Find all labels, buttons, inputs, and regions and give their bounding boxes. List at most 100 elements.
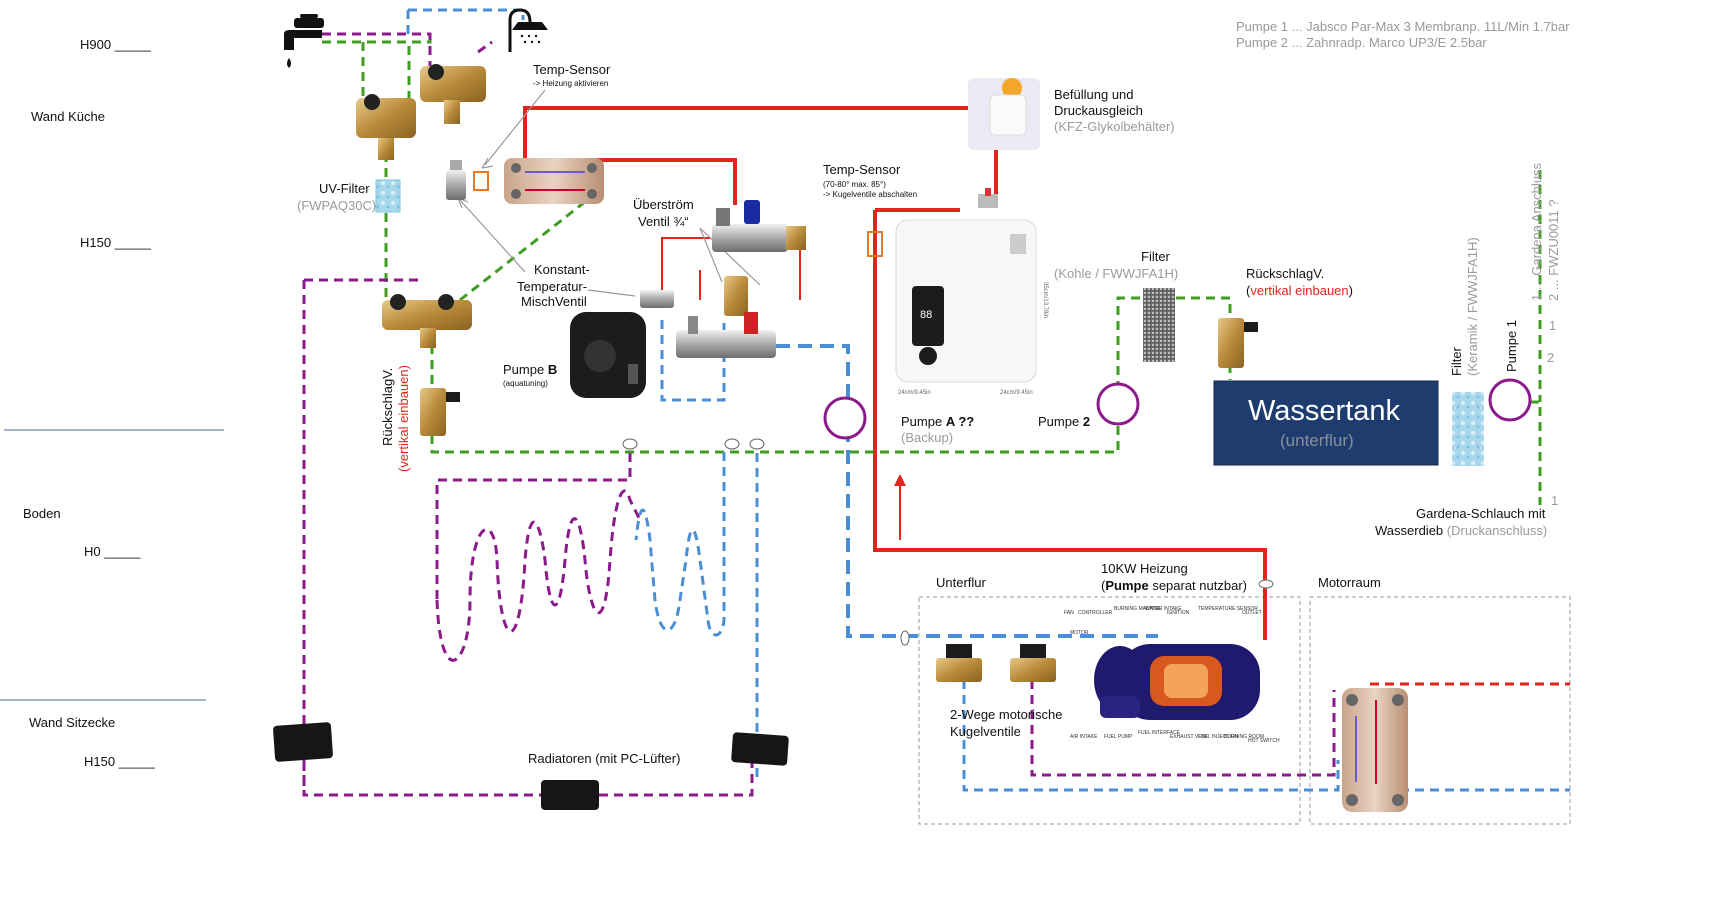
overflow-valve-label-2: Ventil ¾“ <box>638 214 689 229</box>
underfloor-label: Unterflur <box>936 575 987 590</box>
connection-number-1-bottom: 1 <box>1551 493 1558 508</box>
pump-2-ring <box>1096 382 1140 426</box>
check-valve-left-icon <box>420 388 460 436</box>
level-h0: H0 _____ <box>84 544 141 559</box>
temp-sensor-2-range: (70-80° max. 85°) <box>823 180 886 189</box>
purple-lines <box>302 32 1570 797</box>
svg-text:AIR INTAKE: AIR INTAKE <box>1070 734 1098 740</box>
mixing-valve-icon <box>446 160 466 200</box>
water-heater-icon: 88 24cm/9.45in 24cm/9.45in 35cm/13.78in <box>895 188 1048 396</box>
uv-filter-icon <box>375 179 401 213</box>
pump-1-label: Pumpe 1 <box>1504 320 1519 372</box>
uv-filter-model: (FWPAQ30C) <box>297 198 376 213</box>
mix-valve-label-1: Konstant- <box>534 262 590 277</box>
tank-label: Wassertank <box>1248 395 1401 427</box>
carbon-filter-icon <box>1143 288 1175 362</box>
ceramic-filter-icon <box>1452 392 1484 466</box>
heater-parts: FAN CONTROLLER BURNING MACHINE WATER INT… <box>1064 606 1280 744</box>
brass-manifold-bottom <box>382 294 472 348</box>
mixing-valve-2-icon <box>640 290 674 308</box>
plate-heat-exchanger-kitchen <box>504 158 604 204</box>
level-h900-kitchen: H900 _____ <box>80 37 152 52</box>
level-wall-seat: Wand Sitzecke <box>29 715 115 730</box>
radiator-bottom <box>541 780 599 810</box>
boiler-depth: 24cm/9.45in <box>1000 390 1033 396</box>
filter-mid-model: (Kohle / FWWJFA1H) <box>1054 266 1178 281</box>
plate-heat-exchanger-engine <box>1342 688 1408 812</box>
pump-b-label: Pumpe B <box>503 362 557 377</box>
check-valve-left-label: RückschlagV. <box>380 368 395 446</box>
pump-a-ring <box>823 396 867 440</box>
level-h150-kitchen: H150 _____ <box>80 235 152 250</box>
temp-sensor-1-label: Temp-Sensor <box>533 62 611 77</box>
svg-text:BURNING ROOM: BURNING ROOM <box>1224 734 1264 740</box>
level-wall-kitchen: Wand Küche <box>31 109 105 124</box>
connection-number-2: 2 <box>1547 350 1554 365</box>
connection-number-1-top: 1 <box>1549 318 1556 333</box>
tank-sub-label: (unterflur) <box>1280 431 1354 450</box>
radiators-label: Radiatoren (mit PC-Lüfter) <box>528 751 680 766</box>
radiator-right <box>731 732 789 766</box>
boiler-width: 24cm/9.45in <box>898 390 931 396</box>
temp-sensor-2-label: Temp-Sensor <box>823 162 901 177</box>
filter-right-label: Filter <box>1449 346 1464 376</box>
garden-connection-1: 1 ... Gardena Anschluss <box>1529 162 1544 301</box>
motorized-ball-valve-2 <box>1010 644 1056 682</box>
svg-text:OUTLET: OUTLET <box>1242 610 1262 616</box>
valves-label-2: Kugelventile <box>950 724 1021 739</box>
level-h150-seat: H150 _____ <box>84 754 156 769</box>
pump-b-icon <box>570 312 646 398</box>
svg-text:MOTOR: MOTOR <box>1070 630 1089 636</box>
check-valve-right-icon <box>1218 318 1258 368</box>
uv-filter-label: UV-Filter <box>319 181 370 196</box>
diesel-heater-icon <box>1094 644 1260 720</box>
motorized-ball-valve-1 <box>936 644 982 682</box>
svg-text:IGNITION: IGNITION <box>1167 610 1190 616</box>
pump-2-label: Pumpe 2 <box>1038 414 1090 429</box>
svg-text:WATER INTAKE: WATER INTAKE <box>1145 606 1182 612</box>
boiler-height: 35cm/13.78in <box>1042 282 1048 318</box>
boiler-display: 88 <box>920 309 932 321</box>
garden-hose-label-1: Gardena-Schlauch mit <box>1416 506 1546 521</box>
filter-mid-label: Filter <box>1141 249 1171 264</box>
overflow-valve-label-1: Überström <box>633 197 694 212</box>
flow-arrow-head <box>894 474 906 486</box>
check-valve-right-label: RückschlagV. <box>1246 266 1324 281</box>
level-floor: Boden <box>23 506 61 521</box>
svg-text:BURNING MACHINE: BURNING MACHINE <box>1114 606 1162 612</box>
level-markers: H900 _____ Wand Küche H150 _____ Boden H… <box>0 37 224 769</box>
svg-text:FUEL INTERFACE: FUEL INTERFACE <box>1138 730 1181 736</box>
svg-text:HOT SWITCH: HOT SWITCH <box>1248 738 1280 744</box>
shower-icon <box>508 8 548 52</box>
temp-sensor-1-note: -> Heizung aktivieren <box>533 79 608 88</box>
engine-room-zone <box>1309 596 1571 825</box>
pump-1-ring <box>1488 378 1532 422</box>
temp-sensor-2-note: -> Kugelventile abschalten <box>823 190 917 199</box>
svg-text:FAN: FAN <box>1064 610 1074 616</box>
heater-label-1: 10KW Heizung <box>1101 561 1188 576</box>
coolant-reservoir-icon <box>968 78 1040 150</box>
blue-lines <box>406 8 1570 792</box>
underfloor-zone <box>918 596 1301 825</box>
water-tank <box>1213 380 1439 466</box>
mix-valve-label-3: MischVentil <box>521 294 587 309</box>
garden-connection-2: 2 ... FWZU0011 ? <box>1546 199 1561 301</box>
temp-sensor-1-marker <box>473 171 489 191</box>
check-valve-left-note: (vertikal einbauen) <box>396 365 411 472</box>
temp-sensor-2-marker <box>867 231 883 257</box>
filter-right-model: (Keramik / FWWJFA1H) <box>1465 237 1480 376</box>
valves-label-1: 2-Wege motorische <box>950 707 1062 722</box>
mix-valve-label-2: Temperatur- <box>517 279 587 294</box>
heater-label-2: (Pumpe separat nutzbar) <box>1101 578 1247 593</box>
radiator-left <box>273 722 333 762</box>
fill-label-1: Befüllung und <box>1054 87 1134 102</box>
check-valve-right-note: (vertikal einbauen) <box>1246 283 1353 298</box>
svg-text:FUEL INJECTION: FUEL INJECTION <box>1198 734 1239 740</box>
svg-text:FUEL PUMP: FUEL PUMP <box>1104 734 1133 740</box>
garden-hose-label-2: Wasserdieb (Druckanschluss) <box>1375 523 1547 538</box>
svg-text:TEMPERATURE SENSOR: TEMPERATURE SENSOR <box>1198 606 1258 612</box>
pump1-info: Pumpe 1 ... Jabsco Par-Max 3 Membranp. 1… <box>1236 19 1570 34</box>
pump-a-label: Pumpe A ?? <box>901 414 974 429</box>
overflow-valve-manifold <box>676 200 806 358</box>
